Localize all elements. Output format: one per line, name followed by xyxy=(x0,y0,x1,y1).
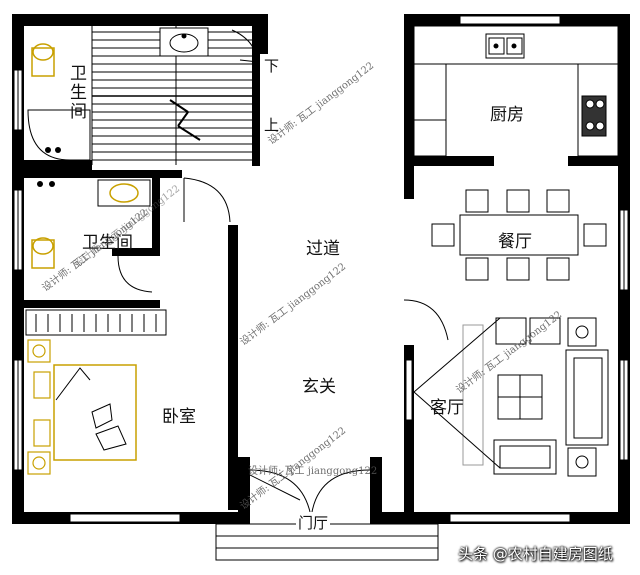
stair-basin xyxy=(159,27,209,57)
room-label-kitchen: 厨房 xyxy=(490,105,524,125)
bath-top-fixtures xyxy=(27,43,91,161)
kitchen-fixtures xyxy=(413,25,619,157)
room-label-living: 客厅 xyxy=(430,398,464,418)
room-label-bath-mid: 卫生间 xyxy=(82,233,133,253)
bedroom-furniture xyxy=(25,309,167,475)
room-label-dining: 餐厅 xyxy=(498,232,532,252)
stair-label-up: 上 xyxy=(264,116,280,134)
room-label-foyer: 玄关 xyxy=(302,377,336,397)
room-label-hallway: 过道 xyxy=(306,239,340,259)
door-swings xyxy=(183,177,449,513)
room-label-vestibule: 门厅 xyxy=(296,512,331,533)
credit-caption: 头条 @农村自建房图纸 xyxy=(458,545,613,563)
dining-set xyxy=(431,189,607,281)
stair-label-down: 下 xyxy=(264,57,280,75)
room-label-bath-top: 卫生间 xyxy=(66,64,86,121)
staircase xyxy=(91,26,260,165)
living-furniture xyxy=(405,317,609,477)
bath-mid-fixtures xyxy=(31,179,153,293)
room-label-bedroom: 卧室 xyxy=(162,407,196,427)
windows xyxy=(13,15,629,523)
watermark: 设计师: 瓦工 jianggong122 xyxy=(248,466,378,477)
